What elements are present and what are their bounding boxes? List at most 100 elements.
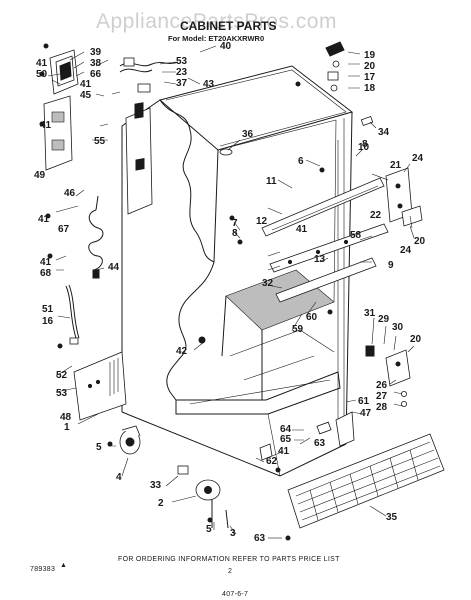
callout-5: 5	[96, 442, 102, 453]
model-line: For Model: ET20AKXRWR0	[168, 34, 264, 43]
toe-grille-35	[287, 433, 445, 529]
callout-20: 20	[364, 61, 376, 72]
callout-41d: 41	[38, 214, 50, 225]
callout-38: 38	[90, 58, 102, 69]
callout-43: 43	[203, 79, 215, 90]
callout-62: 62	[266, 456, 278, 467]
callout-11: 11	[266, 176, 277, 187]
callout-17: 17	[364, 72, 376, 83]
callout-63b: 63	[254, 533, 266, 544]
callout-24: 24	[412, 153, 424, 164]
callout-39: 39	[90, 47, 102, 58]
callout-67: 67	[58, 224, 70, 235]
callout-4: 4	[116, 472, 122, 483]
callout-20c: 20	[410, 334, 422, 345]
callout-58: 58	[350, 230, 362, 241]
rear-cover-55	[43, 95, 73, 171]
callout-37: 37	[176, 78, 188, 89]
top-hinge-19	[325, 41, 345, 92]
callout-10: 10	[358, 142, 370, 153]
callout-53b: 53	[56, 388, 68, 399]
watermark: AppliancePartsPros.com	[96, 10, 337, 33]
callout-1: 1	[64, 422, 70, 433]
callout-68: 68	[40, 268, 52, 279]
track-9	[269, 223, 389, 303]
rear-panel-48	[73, 351, 127, 421]
lower-hinge-26	[365, 345, 411, 407]
roller-4	[119, 425, 141, 455]
callout-19: 19	[364, 50, 376, 61]
callout-18: 18	[364, 83, 376, 94]
hinge-bracket-24	[385, 167, 423, 227]
rail-assembly-21	[261, 167, 385, 237]
diagram-code: 789383	[30, 566, 55, 573]
callout-7: 7	[232, 218, 238, 229]
part-34	[360, 115, 374, 127]
callout-60: 60	[306, 312, 318, 323]
callout-26: 26	[376, 380, 388, 391]
diagram-title: CABINET PARTS	[180, 19, 276, 33]
callout-23: 23	[176, 67, 188, 78]
callout-29: 29	[378, 314, 390, 325]
screws	[39, 43, 333, 523]
diagram-code-mark: ▲	[60, 562, 67, 569]
callout-22: 22	[370, 210, 382, 221]
back-vent-box	[125, 102, 153, 215]
callout-53: 53	[176, 56, 188, 67]
callout-51: 51	[42, 304, 54, 315]
callout-8b: 8	[232, 228, 238, 239]
callout-36: 36	[242, 129, 254, 140]
order-note: FOR ORDERING INFORMATION REFER TO PARTS …	[118, 556, 340, 563]
callout-33: 33	[150, 480, 162, 491]
callout-41g: 41	[278, 446, 290, 457]
callout-48: 48	[60, 412, 72, 423]
top-wiring-40	[119, 57, 179, 93]
callout-35: 35	[386, 512, 398, 523]
callout-34: 34	[378, 127, 390, 138]
wire-harness-44	[88, 195, 104, 279]
callout-41b: 41	[80, 79, 92, 90]
callout-9: 9	[388, 260, 394, 271]
callout-20b: 20	[414, 236, 426, 247]
vent-plate-39	[49, 49, 79, 95]
callout-52: 52	[56, 370, 68, 381]
callout-47: 47	[360, 408, 372, 419]
callout-2: 2	[158, 498, 164, 509]
callout-27: 27	[376, 391, 388, 402]
callout-65: 65	[280, 434, 292, 445]
callout-32: 32	[262, 278, 274, 289]
callout-55: 55	[94, 136, 106, 147]
callout-41e: 41	[296, 224, 308, 235]
callout-42: 42	[176, 346, 188, 357]
callout-13: 13	[314, 254, 326, 265]
callout-49: 49	[34, 170, 46, 181]
callout-64: 64	[280, 424, 292, 435]
callout-28: 28	[376, 402, 388, 413]
callout-16: 16	[42, 316, 54, 327]
leader-lines	[47, 45, 415, 539]
page-number: 2	[228, 568, 232, 575]
callout-41c: 41	[40, 120, 52, 131]
callout-31: 31	[364, 308, 376, 319]
callout-61: 61	[358, 396, 370, 407]
callouts: 39 38 66 41 50 53 23 37 40 43 41 45 19 2…	[34, 41, 426, 544]
callout-45: 45	[80, 90, 92, 101]
leveling-leg-2	[177, 465, 229, 529]
clips-64	[259, 411, 355, 541]
cabinet-body	[121, 65, 354, 477]
callout-24b: 24	[400, 245, 412, 256]
callout-3: 3	[230, 528, 236, 539]
callout-66: 66	[90, 69, 102, 80]
callout-6: 6	[298, 156, 304, 167]
callout-5b: 5	[206, 524, 212, 535]
callout-41f: 41	[40, 257, 52, 268]
callout-12: 12	[256, 216, 268, 227]
callout-30: 30	[392, 322, 404, 333]
callout-46: 46	[64, 188, 76, 199]
callout-41: 41	[36, 58, 48, 69]
date-code: 407-6-7	[222, 591, 248, 598]
callout-59: 59	[292, 324, 304, 335]
callout-21: 21	[390, 160, 402, 171]
callout-40: 40	[220, 41, 232, 52]
